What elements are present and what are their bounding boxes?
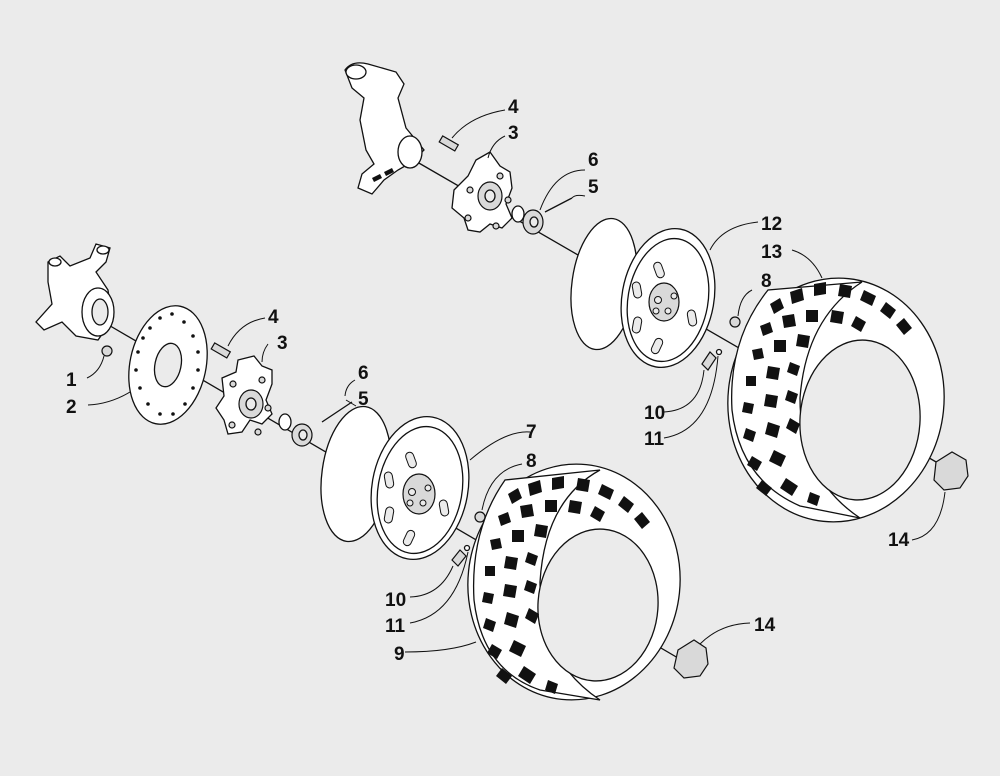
callout-4-upper: 4: [508, 97, 519, 118]
part-6-nut-upper: [511, 169, 586, 235]
steering-knuckle-upper: [344, 62, 425, 195]
callout-8-upper: 8: [761, 271, 772, 292]
callout-7: 7: [526, 422, 537, 443]
part-4-stud-lower: [210, 317, 266, 359]
callout-14-upper: 14: [888, 530, 910, 551]
callout-13: 13: [761, 242, 782, 263]
callout-5-lower: 5: [358, 389, 369, 410]
part-7-rim-lower: [320, 405, 531, 561]
callout-9: 9: [394, 644, 405, 665]
part-8-nut-upper: [729, 289, 753, 328]
part-12-rim-upper: [570, 217, 759, 369]
tread-lower: [482, 476, 650, 694]
callout-11-upper: 11: [644, 429, 665, 450]
callout-labels: 1 2 4 3 6 5 7 8 10 11 9 14 4 3 6 5 12 13…: [66, 97, 910, 665]
callout-14-lower: 14: [754, 615, 776, 636]
part-9-tire-lower: [404, 463, 681, 701]
callout-2: 2: [66, 397, 77, 418]
callout-8-lower: 8: [526, 451, 537, 472]
tread-upper: [742, 282, 912, 506]
part-14-cap-upper: [911, 451, 969, 541]
callout-5-upper: 5: [588, 177, 599, 198]
callout-3-lower: 3: [277, 333, 288, 354]
steering-knuckle-lower: [35, 243, 115, 341]
callout-10-lower: 10: [385, 590, 406, 611]
callout-6-lower: 6: [358, 363, 369, 384]
part-10-valve-stem-upper: [663, 348, 723, 439]
part-5-cotter-pin-upper: [544, 194, 586, 213]
part-4-stud-upper: [438, 109, 506, 152]
callout-12: 12: [761, 214, 782, 235]
part-3-hub-upper: [451, 135, 513, 233]
callout-6-upper: 6: [588, 150, 599, 171]
callout-10-upper: 10: [644, 403, 665, 424]
callout-3-upper: 3: [508, 123, 519, 144]
part-1-bolt: [86, 345, 113, 379]
part-6-nut-lower: [278, 413, 313, 447]
part-5-cotter-pin-lower: [321, 379, 357, 423]
part-2-brake-disc: [87, 305, 208, 425]
callout-1: 1: [66, 370, 77, 391]
part-14-cap-lower: [673, 622, 751, 679]
part-13-tire-upper: [727, 249, 945, 523]
part-10-valve-stem-lower: [409, 544, 471, 624]
callout-4-lower: 4: [268, 307, 279, 328]
part-3-hub-lower: [215, 343, 273, 436]
callout-11-lower: 11: [385, 616, 406, 637]
disc-holes: [134, 312, 200, 416]
